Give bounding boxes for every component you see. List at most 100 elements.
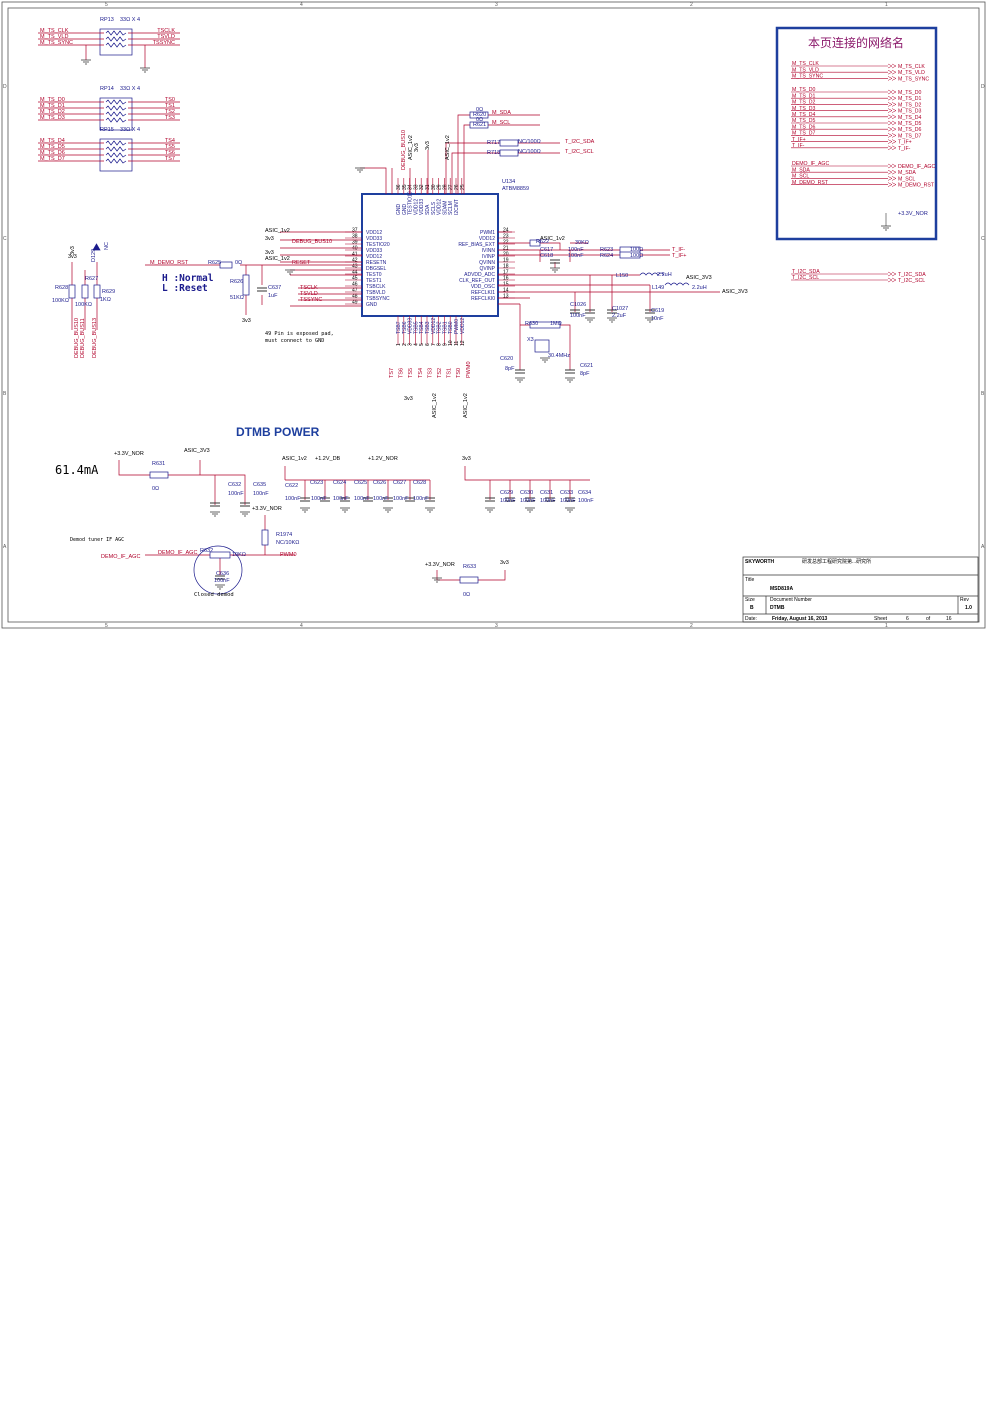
rpack-value: 33Ω X 4 bbox=[120, 17, 140, 23]
chip-pin-name: PWM1 bbox=[480, 230, 495, 236]
section-title-agc: Demod tuner IF AGC bbox=[70, 537, 124, 543]
chip-pin-num: 49 bbox=[352, 300, 358, 306]
chip-ref: U134 bbox=[502, 179, 515, 185]
label-c100n: 100nF bbox=[354, 496, 370, 502]
frame-row-right: A bbox=[981, 544, 985, 550]
chip-pin-name: VDD_OSC bbox=[471, 284, 496, 290]
net-names-title: 本页连接的网络名 bbox=[808, 35, 904, 50]
netbox-dst: M_TS_D6 bbox=[898, 127, 921, 133]
label-asic_1v2: ASIC_1v2 bbox=[540, 236, 565, 242]
net-ts-bottom: TS6 bbox=[399, 368, 405, 378]
net-asic-1v2-top2: ASIC_1v2 bbox=[445, 135, 451, 160]
chip-pin-name: REFCLKI1 bbox=[471, 290, 495, 296]
label-c100n: 100nF bbox=[285, 496, 301, 502]
chip-pin-num: 38 bbox=[352, 234, 358, 240]
chip-pin-num: 23 bbox=[503, 234, 509, 240]
frame-col-top: 4 bbox=[300, 2, 303, 8]
chip-pin-name: TSB3 bbox=[425, 321, 431, 334]
netbox-dst: T_IF- bbox=[898, 146, 911, 152]
label-l150: L150 bbox=[616, 273, 628, 279]
net-label-in: M_TS_CLK bbox=[40, 28, 69, 34]
netbox-src: M_SCL bbox=[792, 174, 809, 180]
tb-docnum-label: Document Number bbox=[770, 597, 812, 603]
drawing-frame bbox=[1, 1, 986, 629]
chip-pin-num: 30 bbox=[431, 184, 437, 190]
label-x3: X3 bbox=[527, 337, 534, 343]
chip-pin-name: TSB4 bbox=[419, 321, 425, 334]
chip-pin-name: DBGSEL bbox=[366, 266, 387, 272]
netbox-dst: M_TS_D7 bbox=[898, 133, 921, 139]
note-connect-gnd: must connect to GND bbox=[265, 338, 324, 344]
title-block bbox=[742, 556, 979, 623]
rpack-ref: RP15 bbox=[100, 127, 114, 133]
label-c625: C625 bbox=[354, 480, 367, 486]
label-c100n: 100nF bbox=[373, 496, 389, 502]
label-r621v: 0Ω bbox=[476, 117, 483, 123]
chip-pin-name: ADVDD_ADC bbox=[464, 272, 495, 278]
label-r717v: NC/100Ω bbox=[518, 139, 541, 145]
label-m_sda: M_SDA bbox=[492, 110, 511, 116]
label-c620: C620 bbox=[500, 356, 513, 362]
label-r631: R631 bbox=[152, 461, 165, 467]
chip-pin-name: SCLM bbox=[448, 201, 454, 215]
net-label-out: TS5 bbox=[165, 144, 175, 150]
label-c100n: 100nF bbox=[500, 498, 516, 504]
i2c-dst: T_I2C_SCL bbox=[898, 278, 925, 284]
chip-pin-name: TSB7 bbox=[396, 321, 402, 334]
net-label-out: TSCLK bbox=[157, 28, 175, 34]
chip-pin-name: IVINP bbox=[482, 254, 496, 260]
net-debug-bus10: DEBUG_BUS10 bbox=[74, 318, 80, 358]
netbox-dst: M_TS_D0 bbox=[898, 90, 921, 96]
label-r630: R630 bbox=[525, 321, 538, 327]
chip-pin-name: VDD33 bbox=[408, 318, 414, 334]
net-label-out: TS4 bbox=[165, 138, 175, 144]
chip-pin-name: TSBCLK bbox=[366, 284, 386, 290]
label-v3v3c: 3v3 bbox=[462, 456, 471, 462]
label-r628v: 100KΩ bbox=[52, 298, 69, 304]
chip-pin-num: 15 bbox=[503, 282, 509, 288]
chip-pin-name: PWM0 bbox=[454, 319, 460, 334]
netbox-src: M_TS_VLD bbox=[792, 67, 819, 73]
chip-pin-num: 36 bbox=[396, 184, 402, 190]
frame-col-bottom: 2 bbox=[690, 623, 693, 629]
label-c633: C633 bbox=[560, 490, 573, 496]
chip-pin-num: 3 bbox=[408, 343, 414, 346]
label-v3v3d: 3v3 bbox=[500, 560, 509, 566]
label-r718v: NC/100Ω bbox=[518, 149, 541, 155]
netbox-src: M_TS_D3 bbox=[792, 106, 815, 112]
tb-title-label: Title bbox=[745, 577, 754, 583]
chip-pin-num: 20 bbox=[503, 252, 509, 258]
frame-col-bottom: 1 bbox=[885, 623, 888, 629]
label-c635v: 100nF bbox=[253, 491, 269, 497]
net-asic-1v2-top: ASIC_1v2 bbox=[408, 135, 414, 160]
tb-of: 16 bbox=[946, 616, 952, 622]
net-ts-bottom: TS1 bbox=[447, 368, 453, 378]
chip-pin-name: TSBSYNC bbox=[366, 296, 390, 302]
label-c628: C628 bbox=[413, 480, 426, 486]
netbox-dst: M_TS_D4 bbox=[898, 115, 921, 121]
note-closed-demod: Closed demod bbox=[194, 592, 234, 598]
frame-col-top: 5 bbox=[105, 2, 108, 8]
chip-pin-name: VDD12 bbox=[437, 199, 443, 215]
label-r622v: 30KΩ bbox=[575, 240, 589, 246]
tb-sheet-label: Sheet bbox=[874, 616, 888, 622]
chip-part: ATBM8859 bbox=[502, 186, 529, 192]
chip-pin-num: 47 bbox=[352, 288, 358, 294]
chip-pin-name: GND bbox=[396, 204, 402, 216]
chip-pin-name: GND bbox=[402, 204, 408, 216]
label-r624v: 100Ω bbox=[630, 253, 643, 259]
frame-row-left: A bbox=[3, 544, 7, 550]
label-c620v: 8pF bbox=[505, 366, 515, 372]
label-r630v: 1MΩ bbox=[550, 321, 562, 327]
label-r632v: 10KΩ bbox=[232, 552, 246, 558]
netbox-src: M_TS_D0 bbox=[792, 87, 815, 93]
label-asic1v2c: ASIC_1v2 bbox=[282, 456, 307, 462]
label-c636v: 100nF bbox=[214, 578, 230, 584]
label-r621: R621 bbox=[473, 122, 486, 128]
label-r620: R620 bbox=[473, 112, 486, 118]
chip-pin-name: TSB6 bbox=[402, 321, 408, 334]
netbox-dst: M_TS_D5 bbox=[898, 121, 921, 127]
label-tssync: TSSYNC bbox=[300, 297, 322, 303]
label-r632: R632 bbox=[200, 548, 213, 554]
led-nc: NC bbox=[104, 242, 110, 250]
